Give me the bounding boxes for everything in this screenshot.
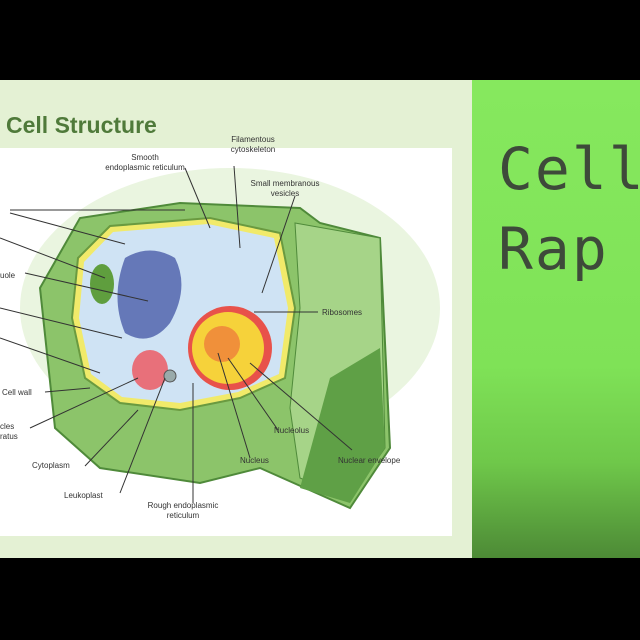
label-nucleus: Nucleus [240,456,269,465]
label-vesicles-1: Small membranous [251,179,320,188]
title-card: Cell Rap [472,80,640,558]
label-cytoplasm: Cytoplasm [32,461,70,470]
label-golgi-1: cles [0,422,14,431]
slide-panel: Cell Structure [0,80,472,558]
golgi [132,350,168,390]
label-nucleolus: Nucleolus [274,426,309,435]
vacuole [117,250,182,339]
slide-title: Cell Structure [6,112,157,138]
label-cytoskeleton-2: cytoskeleton [231,145,275,154]
label-golgi-2: ratus [0,432,18,441]
chloroplast [90,264,114,304]
nucleolus [204,326,240,362]
label-cell-wall: Cell wall [2,388,32,397]
label-vesicles-2: vesicles [271,189,299,198]
label-nuclear-envelope: Nuclear envelope [338,456,401,465]
label-leukoplast: Leukoplast [64,491,103,500]
label-smooth-er-2: endoplasmic reticulum [105,163,185,172]
plant-cell-diagram: Smooth endoplasmic reticulum Filamentous… [0,135,440,520]
label-cytoskeleton-1: Filamentous [231,135,275,144]
label-rough-er-1: Rough endoplasmic [148,501,219,510]
diagram-panel: Smooth endoplasmic reticulum Filamentous… [0,135,452,536]
wall-shadow [300,348,385,503]
title-line-1: Cell [498,135,640,203]
title-line-2: Rap [498,215,609,283]
leukoplast [163,369,177,383]
label-rough-er-2: reticulum [167,511,200,520]
label-ribosomes: Ribosomes [322,308,362,317]
leader-lines [0,165,353,503]
bottom-letterbox [0,558,640,640]
label-smooth-er-1: Smooth [131,153,159,162]
label-vacuole: uole [0,271,16,280]
top-letterbox [0,0,640,80]
